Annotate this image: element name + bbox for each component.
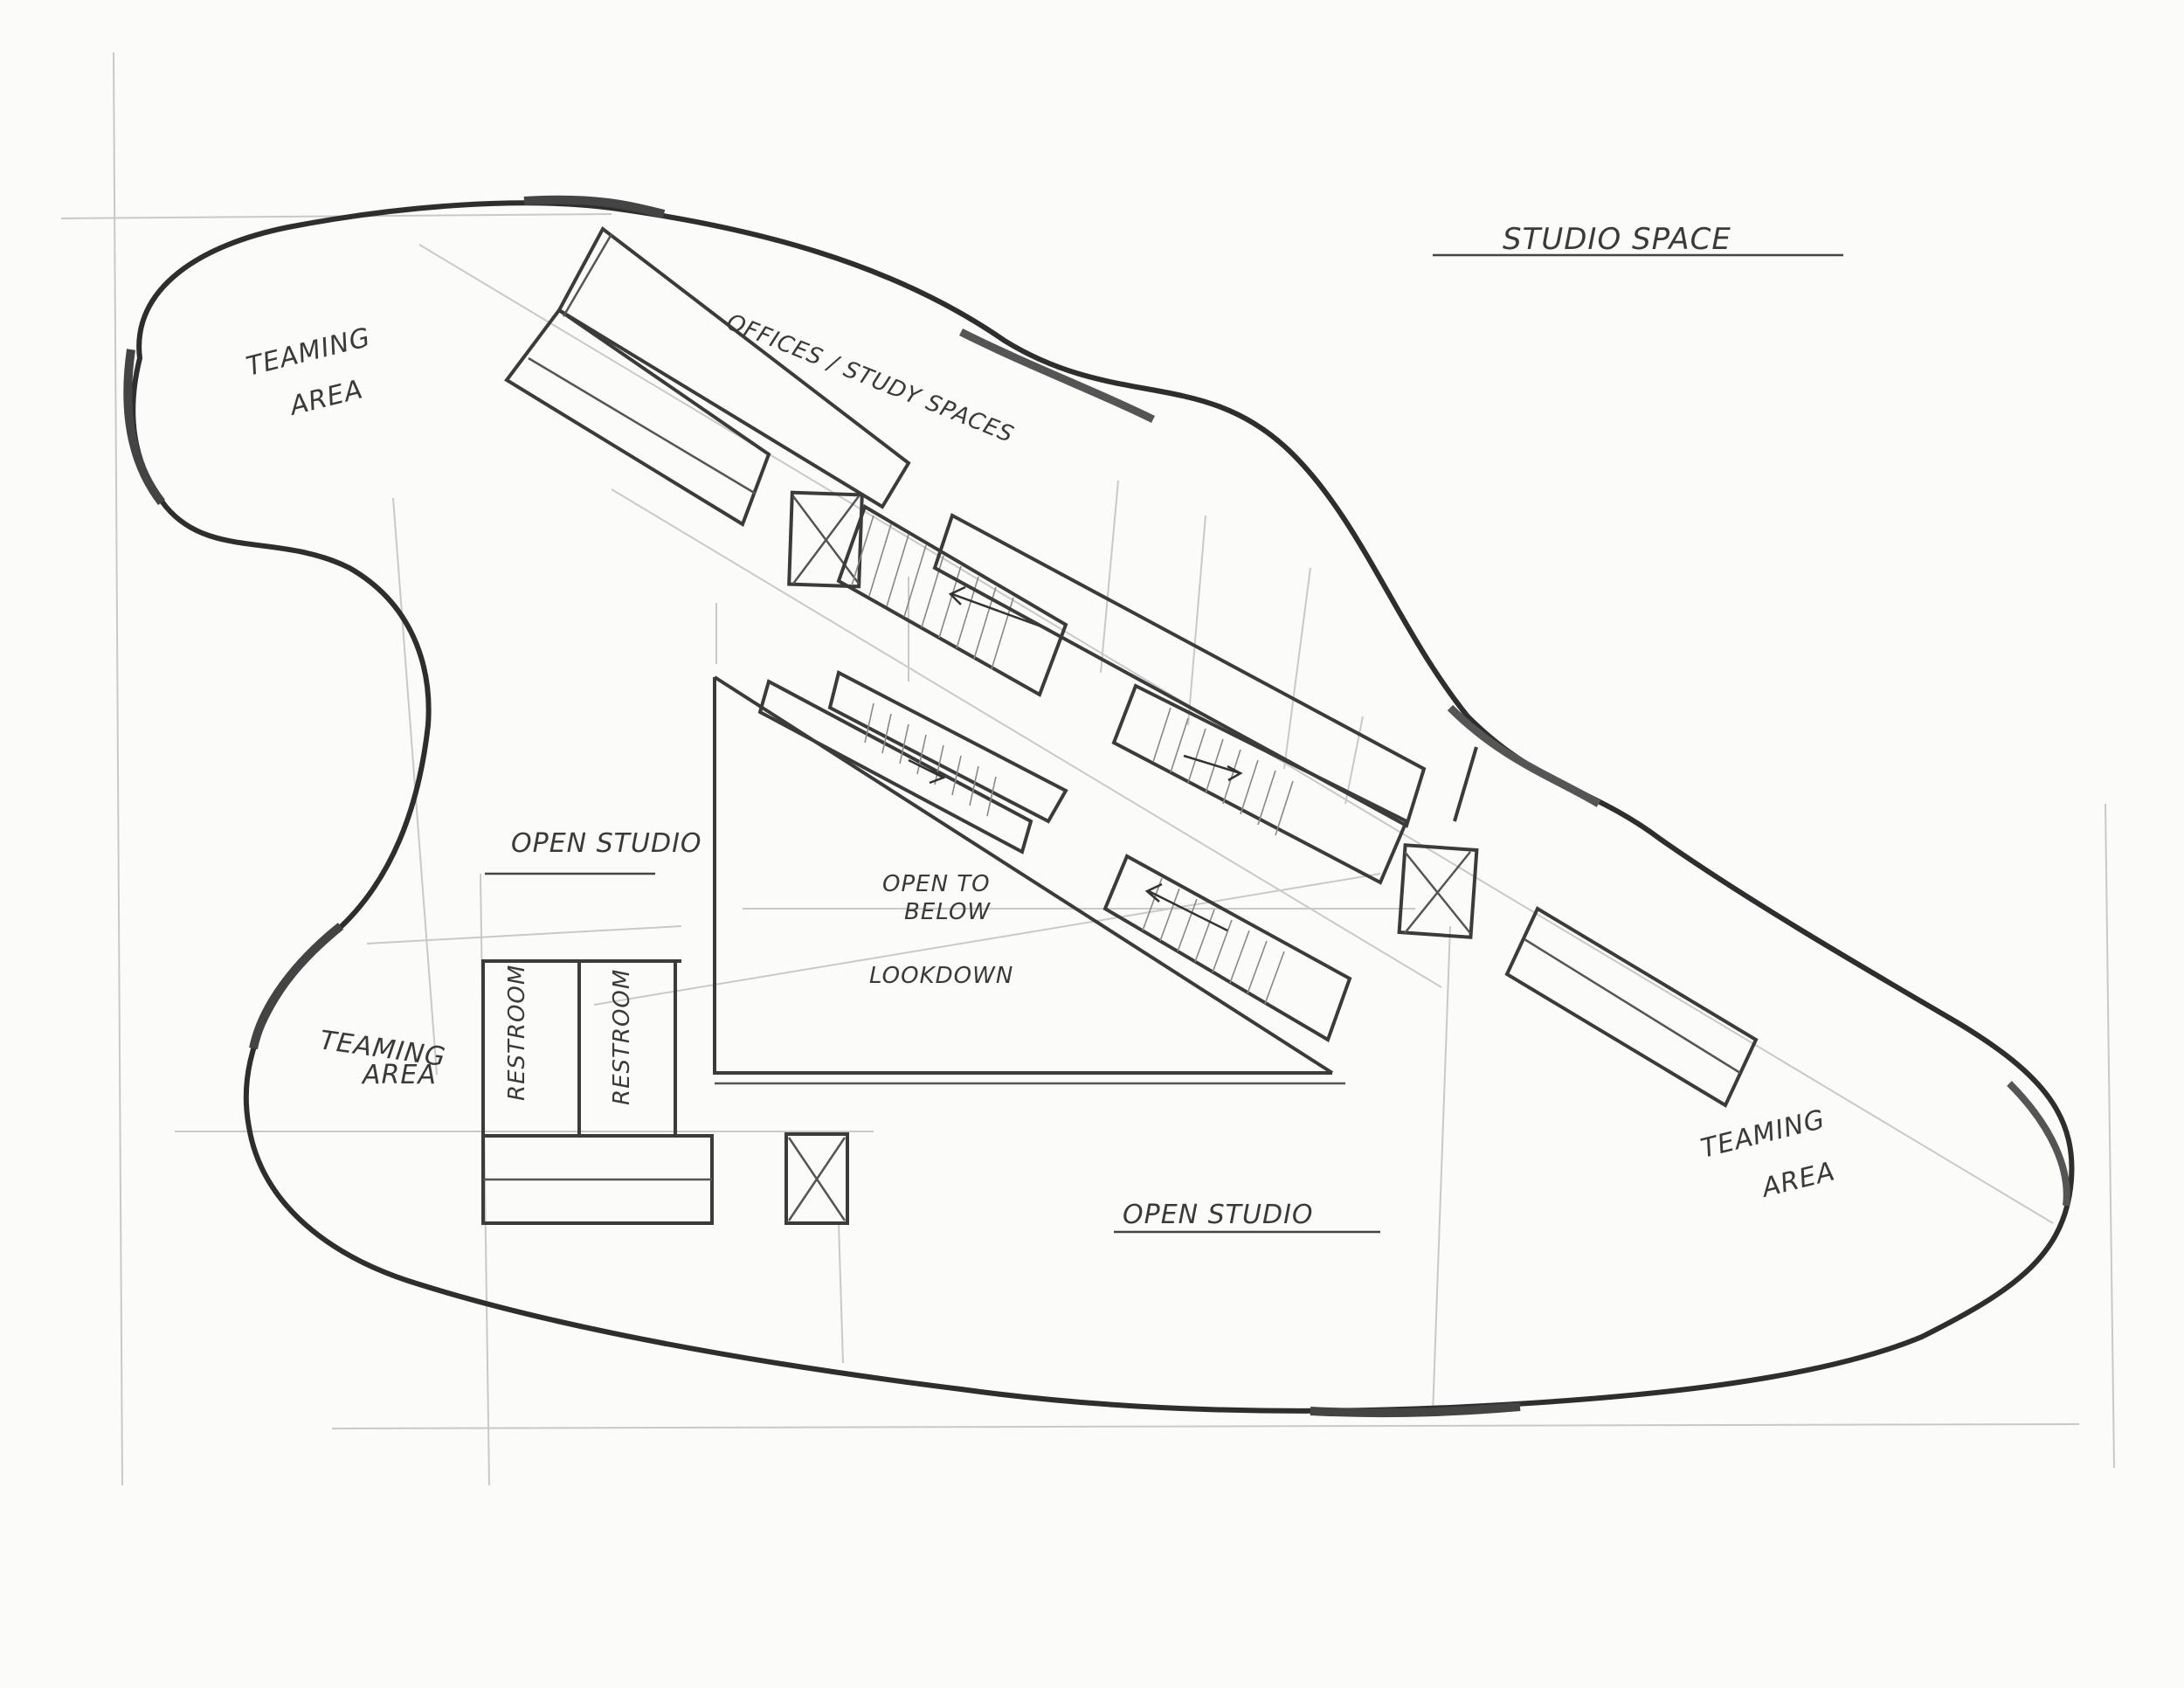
right-office-band — [1504, 906, 1759, 1108]
restroom-1-label: RESTROOM — [504, 965, 530, 1101]
stair-upper — [836, 504, 1068, 697]
outline-shading — [123, 195, 2070, 1418]
offices-study-label: OFFICES / STUDY SPACES — [722, 309, 1017, 449]
open-to-below-line1: OPEN TO — [882, 871, 991, 897]
building-outline — [130, 200, 2075, 1414]
restroom-2-label: RESTROOM — [609, 969, 635, 1105]
stair-left — [757, 670, 1068, 854]
lookdown-label: LOOKDOWN — [869, 963, 1013, 989]
offices-band — [504, 225, 911, 527]
lookdown-void — [713, 675, 1345, 1085]
open-to-below-line2: BELOW — [904, 899, 991, 925]
page-title: STUDIO SPACE — [1503, 222, 1731, 257]
elevator-2 — [1397, 746, 1479, 939]
teaming-area-top-left-line2: AREA — [286, 374, 367, 422]
stair-middle — [1111, 683, 1409, 885]
teaming-area-right-line2: AREA — [1758, 1156, 1839, 1204]
elevator-1 — [787, 490, 864, 589]
teaming-area-top-left-line1: TEAMING — [243, 322, 373, 383]
title-group: STUDIO SPACE — [1433, 222, 1843, 257]
teaming-area-right-line1: TEAMING — [1697, 1104, 1828, 1165]
open-studio-bottom-label: OPEN STUDIO — [1123, 1200, 1314, 1230]
open-studio-left-label: OPEN STUDIO — [511, 828, 702, 859]
stair-lower — [1102, 854, 1352, 1042]
elevator-3 — [784, 1132, 849, 1225]
restroom-block — [481, 959, 714, 1225]
construction-lines — [60, 52, 2115, 1486]
teaming-area-bottom-left-line2: AREA — [361, 1060, 437, 1090]
